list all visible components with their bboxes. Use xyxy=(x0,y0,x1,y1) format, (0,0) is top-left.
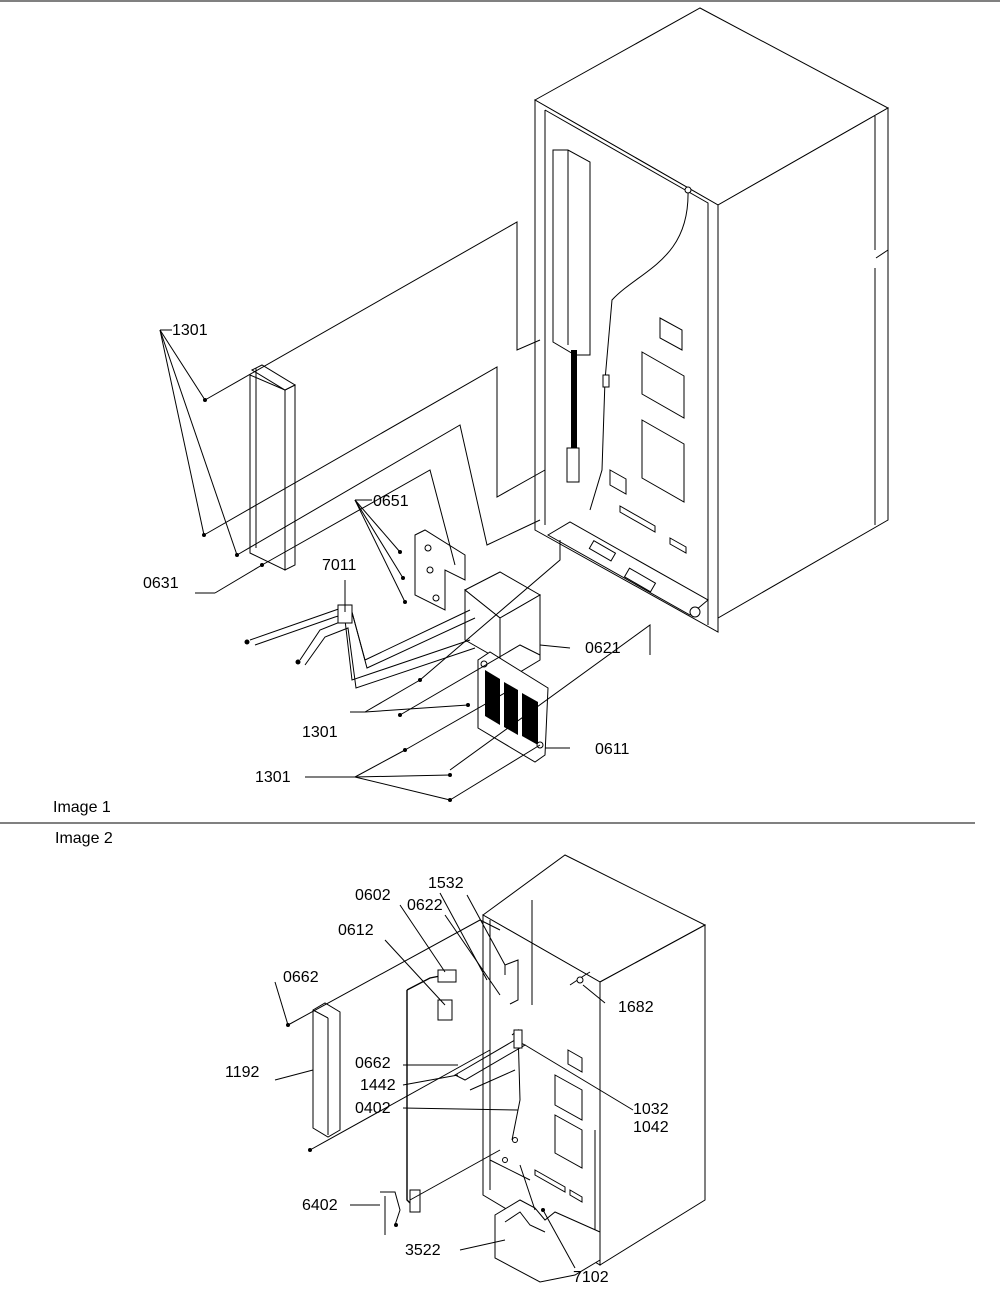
callout-0621: 0621 xyxy=(585,640,621,657)
callout-1682: 1682 xyxy=(618,999,654,1016)
cover-0621 xyxy=(464,571,542,673)
callout-1442: 1442 xyxy=(360,1077,396,1094)
image-1-caption: Image 1 xyxy=(53,799,111,816)
callout-0631: 0631 xyxy=(143,575,179,592)
bracket-0651 xyxy=(414,529,466,611)
callout-7011: 7011 xyxy=(322,557,357,574)
image-2-caption: Image 2 xyxy=(55,830,113,847)
refrigerator-cabinet-1 xyxy=(533,7,890,633)
callout-0602: 0602 xyxy=(355,887,391,904)
callout-1301-b: 1301 xyxy=(302,724,338,741)
callout-6402: 6402 xyxy=(302,1197,338,1214)
callout-1532: 1532 xyxy=(428,875,464,892)
callout-leaders-1 xyxy=(159,329,571,801)
callout-1032: 1032 xyxy=(633,1101,669,1118)
callout-0662-b: 0662 xyxy=(355,1055,391,1072)
grille-0611 xyxy=(477,651,549,763)
callout-0622: 0622 xyxy=(407,897,443,914)
cover-panel-0631 xyxy=(249,364,297,571)
alignment-lines-1 xyxy=(202,221,651,802)
callout-0662-a: 0662 xyxy=(283,969,319,986)
callout-1192: 1192 xyxy=(225,1064,260,1081)
alignment-lines-2 xyxy=(286,919,545,1212)
cover-panel-1192 xyxy=(312,1002,341,1138)
callout-3522: 3522 xyxy=(405,1242,441,1259)
callout-0651: 0651 xyxy=(373,493,409,510)
callout-7102: 7102 xyxy=(573,1269,609,1286)
harness-7011 xyxy=(244,604,476,689)
image-1-exploded-view: 1301 0651 7011 0631 0621 1301 0611 1301 xyxy=(143,7,890,802)
callout-1301-c: 1301 xyxy=(255,769,291,786)
callout-0611: 0611 xyxy=(595,741,630,758)
callout-leaders-2 xyxy=(274,892,634,1269)
callout-1042: 1042 xyxy=(633,1119,669,1136)
image-2-exploded-view: 0602 1532 0622 0612 0662 1682 1192 0662 … xyxy=(225,854,707,1286)
cover-3522 xyxy=(494,1199,601,1283)
refrigerator-cabinet-2 xyxy=(453,854,707,1266)
callout-0612: 0612 xyxy=(338,922,374,939)
callout-0402: 0402 xyxy=(355,1100,391,1117)
tube-0612 xyxy=(380,969,457,1235)
callout-1301-a: 1301 xyxy=(172,322,208,339)
